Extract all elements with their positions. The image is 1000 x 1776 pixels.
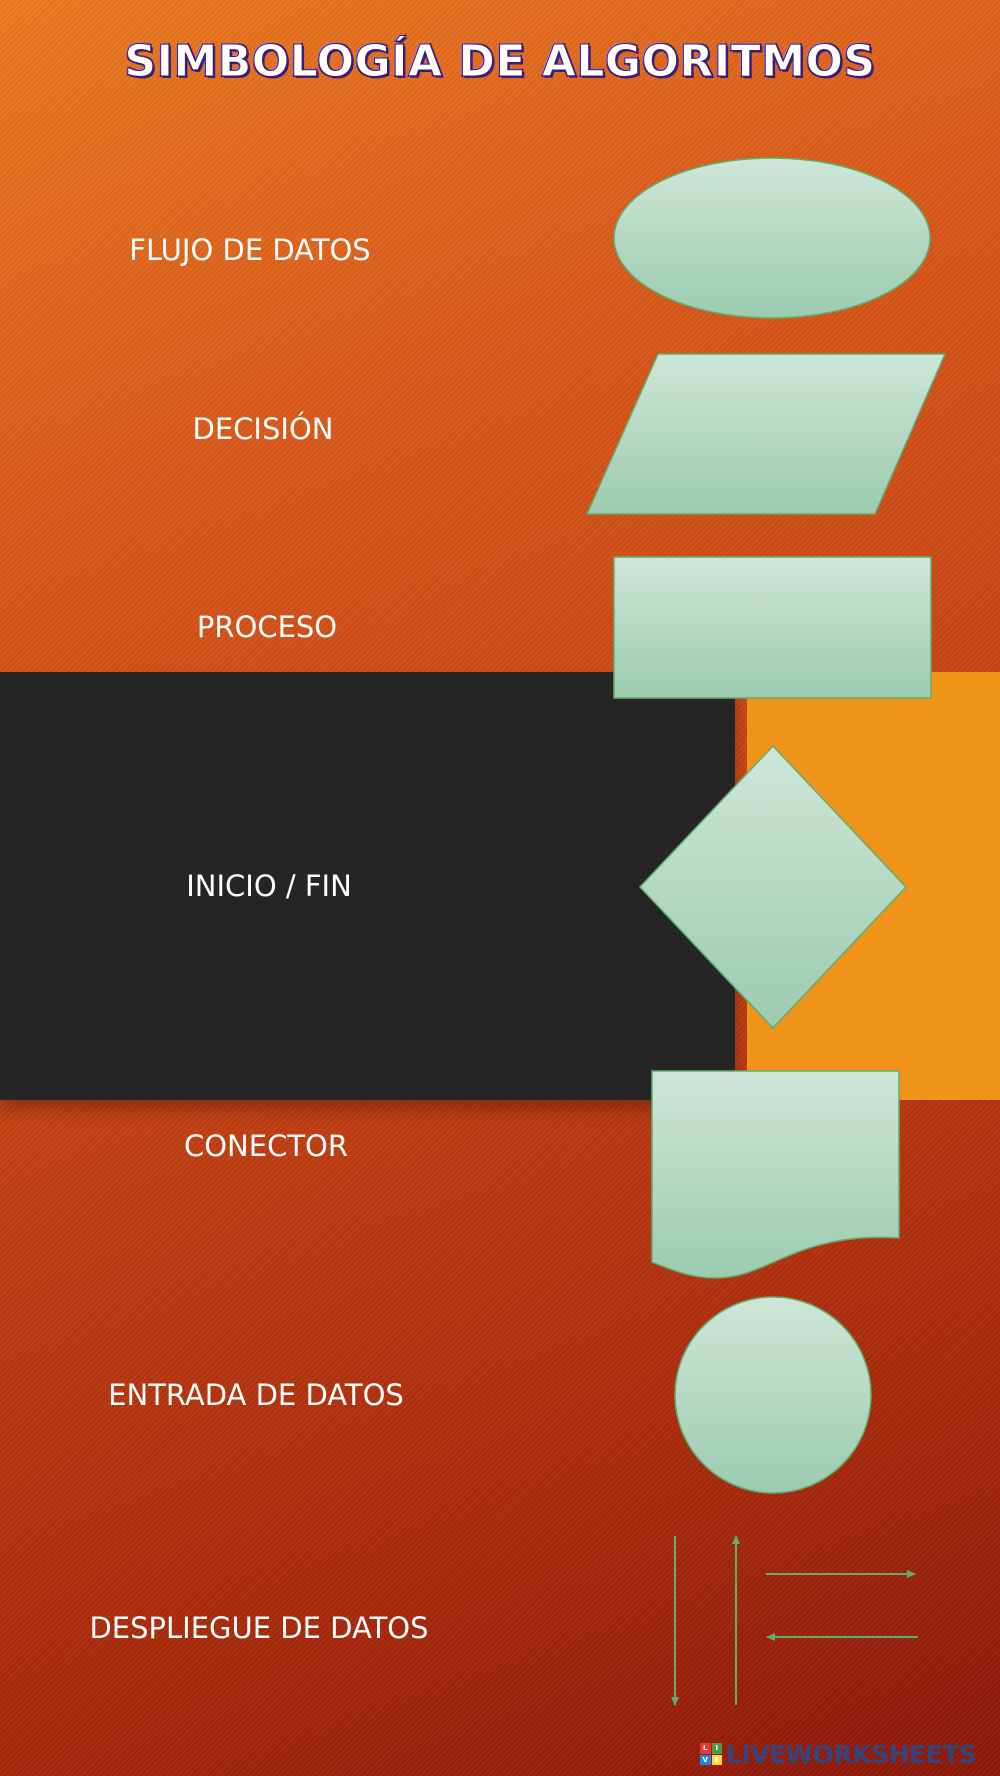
label-decision: DECISIÓN [192, 412, 334, 446]
page-title: SIMBOLOGÍA DE ALGORITMOS [124, 36, 876, 88]
logo-letter: I [711, 1743, 722, 1754]
liveworksheets-logo: L I V E LIVEWORKSHEETS [700, 1739, 977, 1769]
label-entrada-de-datos: ENTRADA DE DATOS [108, 1378, 404, 1412]
label-proceso: PROCESO [196, 610, 338, 644]
circle-symbol [674, 1296, 872, 1494]
dark-band [0, 672, 735, 1100]
logo-letter: V [700, 1754, 711, 1765]
document-symbol [651, 1070, 900, 1279]
logo-text: LIVEWORKSHEETS [726, 1739, 977, 1769]
label-flujo-de-datos: FLUJO DE DATOS [129, 233, 371, 267]
parallelogram-symbol [585, 353, 947, 515]
logo-letter: E [711, 1754, 722, 1765]
logo-mark-icon: L I V E [700, 1743, 722, 1765]
label-despliegue-de-datos: DESPLIEGUE DE DATOS [89, 1611, 429, 1645]
diamond-symbol [638, 744, 908, 1030]
logo-letter: L [700, 1743, 711, 1754]
arrows-symbol [671, 1535, 918, 1706]
label-conector: CONECTOR [183, 1129, 349, 1163]
label-inicio-fin: INICIO / FIN [186, 869, 352, 903]
rectangle-symbol [613, 556, 932, 699]
ellipse-symbol [613, 157, 931, 319]
